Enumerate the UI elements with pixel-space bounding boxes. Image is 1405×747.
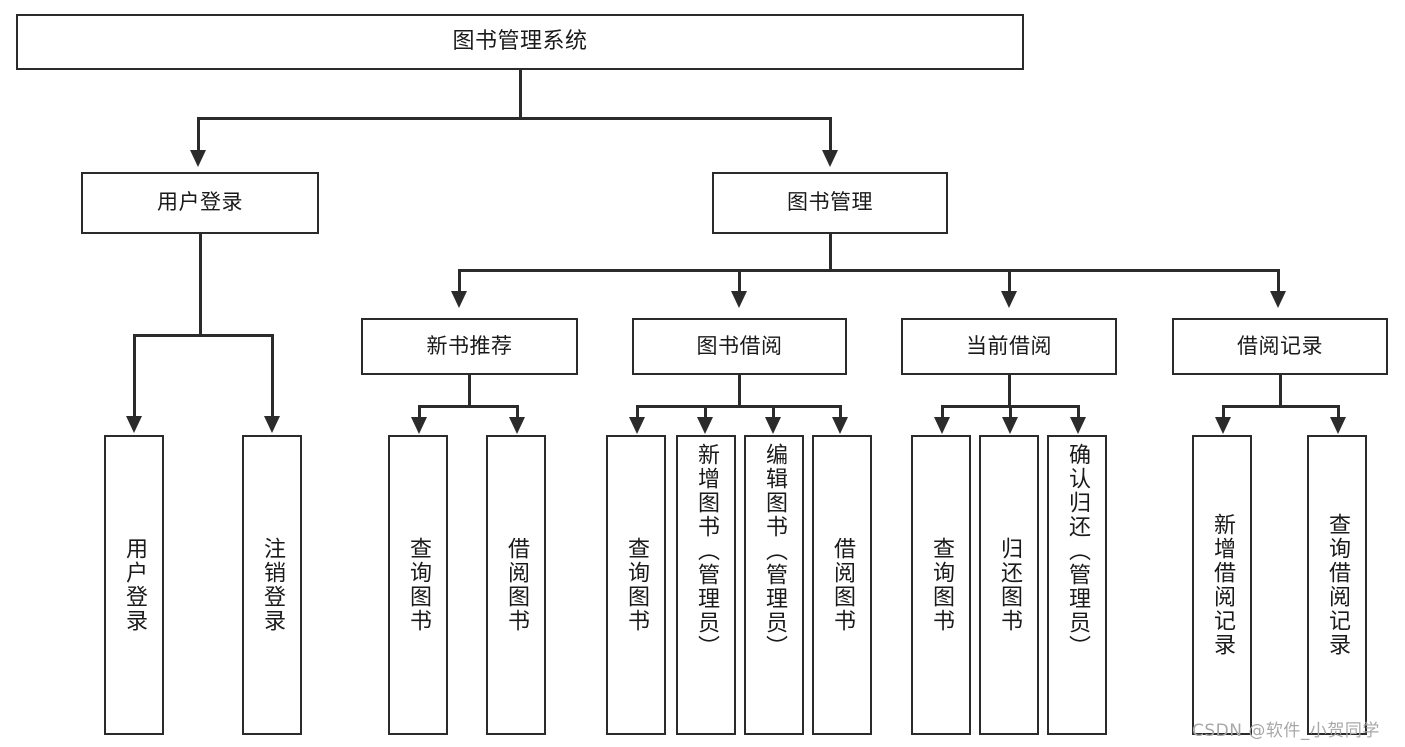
node-label: 用户登录: [122, 537, 147, 633]
arrow-borrow-leaf-4: [832, 417, 848, 434]
edge-root-to-user-login: [197, 117, 200, 153]
leaf-user-logout[interactable]: 注销登录: [242, 435, 302, 735]
leaf-current-query-book[interactable]: 查询图书: [911, 435, 971, 735]
edge-current-stem: [1008, 375, 1011, 407]
edge-record-branch-2: [1337, 405, 1340, 419]
arrow-record-leaf-1: [1215, 417, 1231, 434]
node-label: 图书管理: [787, 190, 873, 215]
edge-root-to-book-mgmt: [829, 117, 832, 153]
arrow-recommend-leaf-1: [411, 417, 427, 434]
edge-borrow-branch-3: [772, 405, 775, 419]
edge-recommend-bar: [418, 405, 518, 408]
arrow-current-leaf-1: [934, 417, 950, 434]
edge-book-mgmt-branch-4: [1277, 269, 1280, 293]
node-book-borrow[interactable]: 图书借阅: [632, 318, 847, 375]
leaf-current-confirm-return-admin[interactable]: 确认归还（管理员）: [1047, 435, 1107, 735]
node-book-management[interactable]: 图书管理: [712, 172, 948, 234]
node-new-book-recommend[interactable]: 新书推荐: [361, 318, 578, 375]
node-label: 借阅记录: [1237, 333, 1323, 358]
node-root-system[interactable]: 图书管理系统: [16, 14, 1024, 70]
edge-current-branch-3: [1077, 405, 1080, 419]
arrow-root-to-user-login: [190, 150, 206, 167]
edge-record-bar: [1222, 405, 1339, 408]
edge-recommend-stem: [468, 375, 471, 407]
arrow-book-mgmt-child-2: [731, 291, 747, 308]
node-label: 查询图书: [406, 537, 431, 633]
node-label: 当前借阅: [966, 333, 1052, 358]
edge-current-branch-1: [941, 405, 944, 419]
edge-borrow-branch-2: [704, 405, 707, 419]
leaf-record-query-record[interactable]: 查询借阅记录: [1307, 435, 1367, 735]
node-label: 新书推荐: [426, 333, 513, 358]
arrow-root-to-book-mgmt: [822, 150, 838, 167]
node-label: 查询图书: [624, 537, 649, 633]
node-current-borrow[interactable]: 当前借阅: [901, 318, 1117, 375]
edge-recommend-branch-2: [516, 405, 519, 419]
arrow-recommend-leaf-2: [509, 417, 525, 434]
arrow-borrow-leaf-2: [697, 417, 713, 434]
leaf-current-return-book[interactable]: 归还图书: [979, 435, 1039, 735]
edge-book-mgmt-branch-3: [1008, 269, 1011, 293]
node-label: 图书管理系统: [452, 28, 588, 54]
csdn-watermark: CSDN @软件_小贺同学: [1192, 721, 1380, 741]
leaf-borrow-borrow-book[interactable]: 借阅图书: [812, 435, 872, 735]
edge-root-bar: [197, 117, 831, 120]
arrow-record-leaf-2: [1330, 417, 1346, 434]
edge-borrow-branch-4: [839, 405, 842, 419]
node-label: 新增借阅记录: [1210, 513, 1235, 657]
leaf-borrow-edit-book-admin[interactable]: 编辑图书（管理员）: [744, 435, 804, 735]
edge-root-stem: [519, 70, 522, 118]
node-label: 注销登录: [260, 537, 285, 633]
leaf-record-add-record[interactable]: 新增借阅记录: [1192, 435, 1252, 735]
arrow-book-mgmt-child-3: [1001, 291, 1017, 308]
edge-borrow-branch-1: [636, 405, 639, 419]
leaf-recommend-query-book[interactable]: 查询图书: [388, 435, 448, 735]
node-borrow-record[interactable]: 借阅记录: [1172, 318, 1388, 375]
node-label: 借阅图书: [504, 537, 529, 633]
node-label: 图书借阅: [696, 333, 783, 358]
edge-user-login-branch-2: [271, 334, 274, 418]
arrow-user-login-leaf-1: [126, 416, 142, 433]
edge-borrow-stem: [738, 375, 741, 407]
edge-record-branch-1: [1222, 405, 1225, 419]
edge-book-mgmt-branch-2: [738, 269, 741, 293]
edge-user-login-stem: [199, 234, 202, 336]
edge-book-mgmt-bar: [458, 269, 1280, 272]
leaf-borrow-query-book[interactable]: 查询图书: [606, 435, 666, 735]
arrow-book-mgmt-child-1: [451, 291, 467, 308]
arrow-borrow-leaf-3: [765, 417, 781, 434]
node-label: 新增图书（管理员）: [694, 443, 719, 659]
arrow-book-mgmt-child-4: [1270, 291, 1286, 308]
arrow-current-leaf-2: [1002, 417, 1018, 434]
leaf-borrow-add-book-admin[interactable]: 新增图书（管理员）: [676, 435, 736, 735]
arrow-current-leaf-3: [1070, 417, 1086, 434]
edge-user-login-bar: [133, 334, 273, 337]
edge-user-login-branch-1: [133, 334, 136, 418]
edge-borrow-bar: [636, 405, 840, 408]
node-label: 确认归还（管理员）: [1065, 443, 1090, 659]
edge-book-mgmt-stem: [829, 234, 832, 272]
arrow-borrow-leaf-1: [629, 417, 645, 434]
edge-current-branch-2: [1009, 405, 1012, 419]
edge-recommend-branch-1: [418, 405, 421, 419]
node-user-login[interactable]: 用户登录: [81, 172, 319, 234]
node-label: 归还图书: [997, 537, 1022, 633]
node-label: 用户登录: [157, 190, 243, 215]
node-label: 查询借阅记录: [1325, 513, 1350, 657]
leaf-recommend-borrow-book[interactable]: 借阅图书: [486, 435, 546, 735]
edge-record-stem: [1279, 375, 1282, 407]
node-label: 查询图书: [929, 537, 954, 633]
edge-book-mgmt-branch-1: [458, 269, 461, 293]
node-label: 借阅图书: [830, 537, 855, 633]
arrow-user-login-leaf-2: [264, 416, 280, 433]
leaf-user-login[interactable]: 用户登录: [104, 435, 164, 735]
node-label: 编辑图书（管理员）: [762, 443, 787, 659]
